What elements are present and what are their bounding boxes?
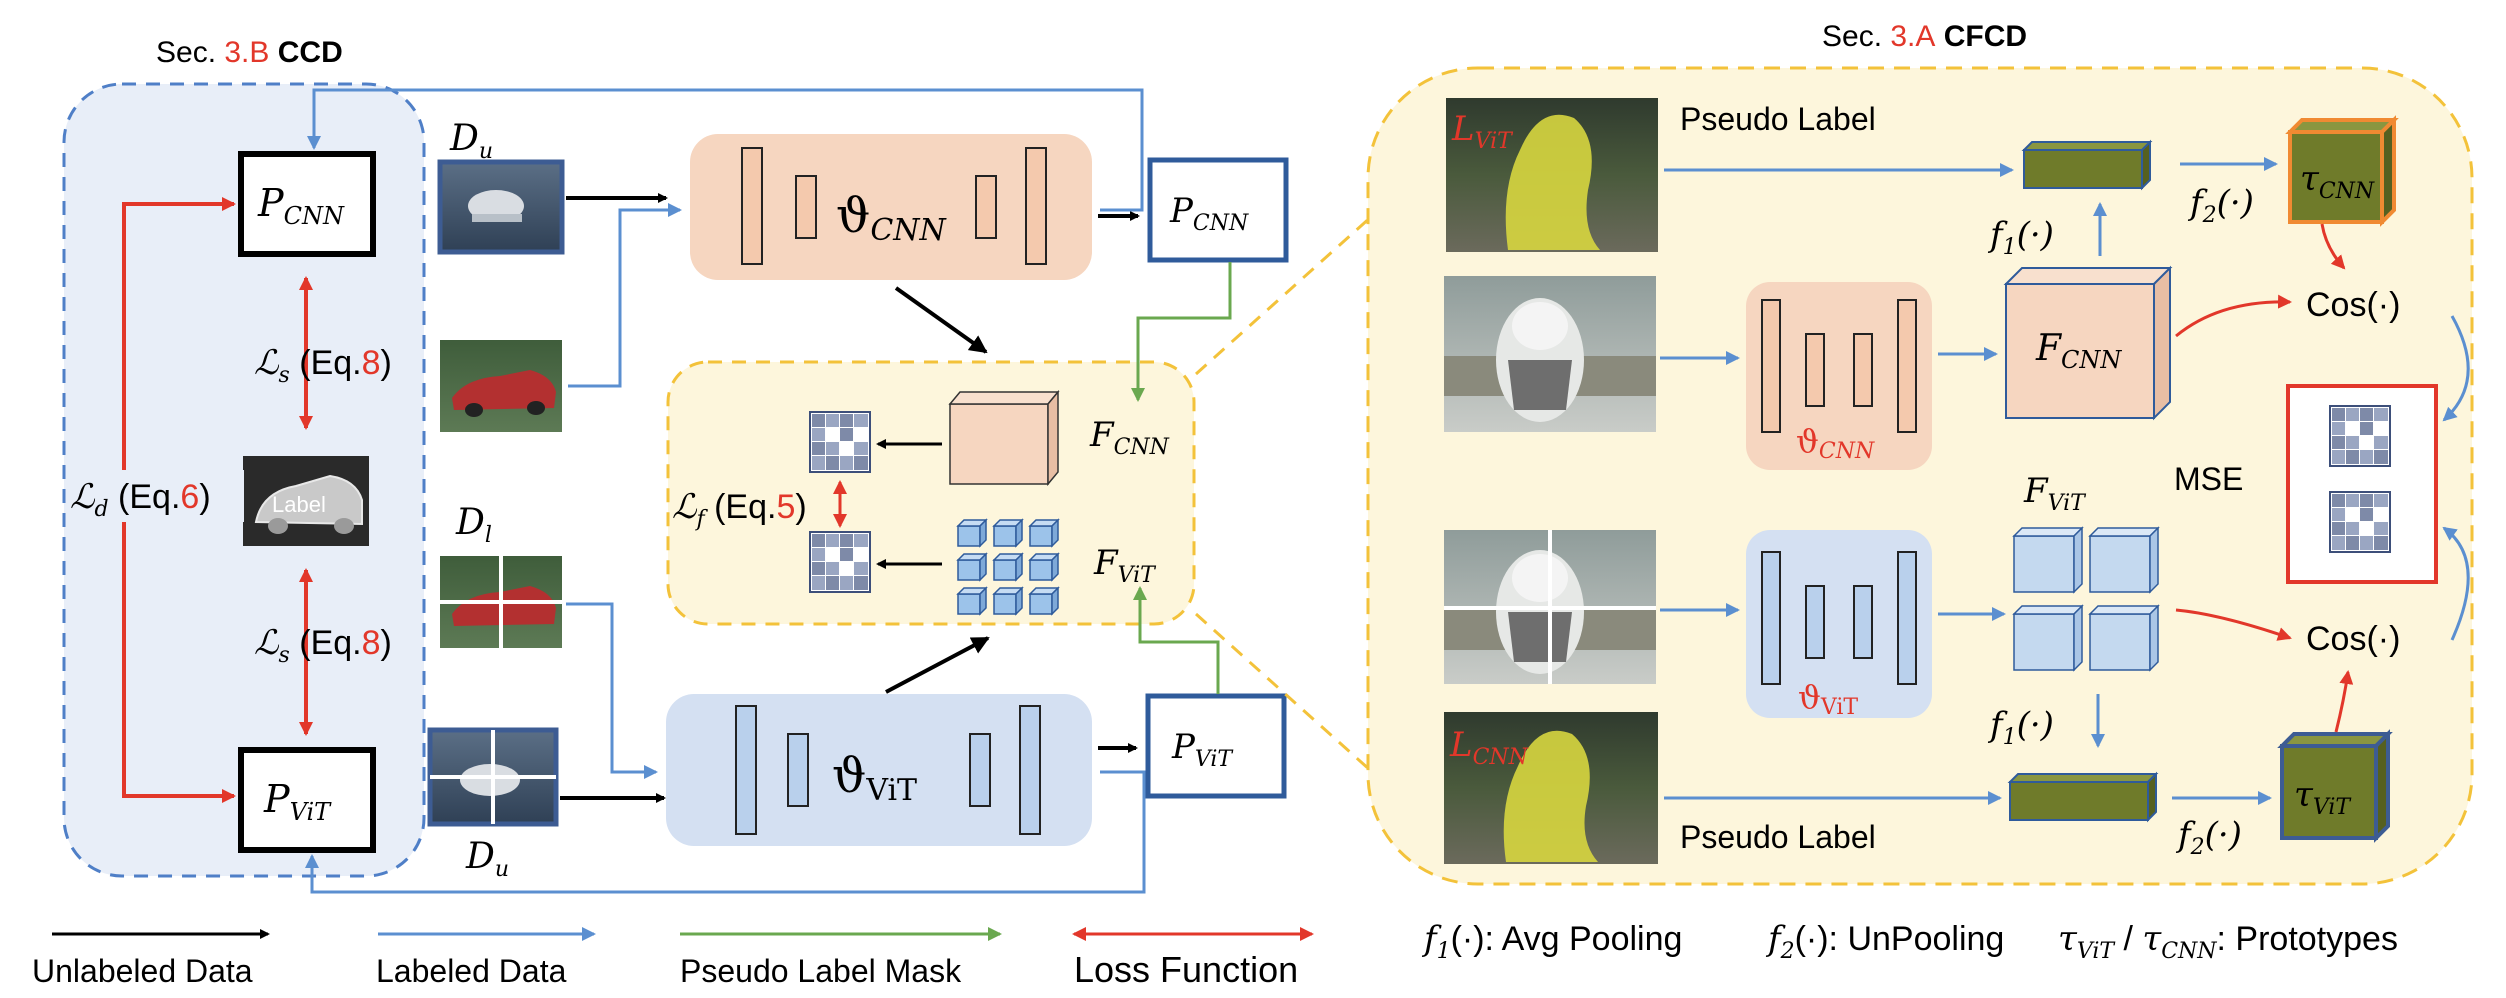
theta-cnn-label: ϑCNN: [836, 188, 948, 248]
theta-vit-label: ϑViT: [832, 748, 917, 808]
ccd-section-title: Sec. 3.B CCD: [156, 36, 343, 69]
legend-prototypes: τViT / τCNN: Prototypes: [2058, 919, 2398, 964]
f1-top-label: f1(·): [1987, 215, 2054, 260]
arrow-fvit-to-cos: [2175, 608, 2292, 641]
p-cnn-label: PCNN: [257, 181, 345, 230]
grid-matrix-icon-mse-bottom: [2329, 491, 2391, 553]
cfcd-theta-vit-block: [1746, 530, 1932, 718]
pooled-bar-bottom: [2007, 771, 2159, 823]
pooled-bar-top: [2021, 139, 2153, 191]
pseudo-mask-line-cnn: [1131, 262, 1232, 402]
cfcd-theta-cnn-block: [1746, 282, 1932, 470]
p-vit-output-label: PViT: [1171, 727, 1234, 772]
zoom-line-bottom: [1194, 612, 1372, 772]
f-cnn-label: FCNN: [1089, 415, 1170, 460]
ld-label: ℒd (Eq.6): [70, 477, 211, 522]
legend-loss-text: Loss Function: [1074, 949, 1298, 990]
zoom-line-top: [1194, 214, 1374, 376]
p-vit-box: [238, 747, 376, 853]
cfcd-panel: Sec. 3.A CFCD LViT Pseudo Label: [1366, 20, 2474, 886]
p-vit-output-box: [1145, 693, 1287, 799]
vit-feature-patches: [957, 519, 1059, 615]
legend-unlabeled-text: Unlabeled Data: [32, 953, 253, 989]
arrow-tau-vit-to-cos: [2334, 670, 2354, 733]
ccd-panel: Sec. 3.B CCD PCNN PViT Label ℒs (Eq.8) ℒ…: [62, 36, 426, 878]
cfcd-theta-cnn-label: ϑCNN: [1796, 422, 1875, 464]
arrow-cos-bottom-to-mse: [2442, 526, 2470, 641]
f2-top-label: f2(·): [2187, 183, 2254, 228]
cfcd-f-vit-label: FViT: [2023, 471, 2087, 516]
cnn-feature-cube: [948, 389, 1060, 487]
du-bottom-label: Du: [465, 836, 509, 882]
ls-bottom-label: ℒs (Eq.8): [254, 623, 392, 668]
p-cnn-output-box: [1147, 157, 1289, 263]
labeled-line-pvit-feedback: [305, 770, 1146, 894]
dl-label: Dl: [455, 502, 492, 548]
f2-bottom-label: f2(·): [2175, 815, 2242, 860]
legend: Unlabeled Data Labeled Data Pseudo Label…: [32, 919, 2398, 990]
feature-consistency-panel: [666, 360, 1196, 626]
l-vit-overlay: LViT: [1451, 109, 1514, 154]
f1-bottom-label: f1(·): [1987, 705, 2054, 750]
pseudo-label-top: Pseudo Label: [1680, 101, 1876, 137]
cfcd-theta-vit-label: ϑViT: [1798, 678, 1858, 720]
grid-matrix-icon-cnn: [809, 411, 871, 473]
grid-matrix-icon-vit: [809, 531, 871, 593]
labeled-line-dl-to-vit: [566, 602, 658, 779]
cos-top-label: Cos(·): [2306, 286, 2400, 324]
f-cnn-cube: FCNN: [2003, 265, 2173, 421]
cfcd-f-cnn-label: FCNN: [2035, 328, 2122, 374]
pseudo-label-bottom: Pseudo Label: [1680, 819, 1876, 855]
du-top-image: [437, 159, 565, 255]
owl-split-image: [1444, 530, 1656, 684]
du-bottom-image: [427, 727, 559, 827]
f-vit-label: FViT: [1093, 543, 1157, 588]
arrow-cnn-to-features: [894, 286, 988, 354]
labeled-line-pcnn-feedback: [307, 88, 1144, 212]
l-cnn-overlay: LCNN: [1449, 725, 1529, 770]
theta-vit-block: [666, 694, 1092, 846]
cfcd-section-title: Sec. 3.A CFCD: [1822, 20, 2027, 53]
tau-cnn-label: τCNN: [2300, 159, 2375, 204]
labeled-line-car-to-cnn: [568, 203, 682, 388]
theta-cnn-block: [690, 134, 1092, 280]
l-vit-image: LViT: [1446, 98, 1658, 252]
arrow-fcnn-to-cos: [2175, 294, 2292, 338]
p-vit-label: PViT: [263, 777, 332, 826]
ls-top-label: ℒs (Eq.8): [254, 343, 392, 388]
l-cnn-image: LCNN: [1444, 712, 1658, 864]
p-cnn-box: [238, 151, 376, 257]
legend-f1: f1(·): Avg Pooling: [1421, 919, 1682, 964]
tau-vit-cube: τViT: [2277, 729, 2393, 843]
pseudo-mask-line-vit: [1133, 586, 1220, 694]
legend-f2: f2(·): UnPooling: [1765, 919, 2004, 964]
tau-vit-label: τViT: [2294, 775, 2352, 820]
du-top-label: Du: [449, 118, 493, 164]
middle-section: Du Dl Du ϑCN: [305, 88, 1374, 894]
legend-pseudo-text: Pseudo Label Mask: [680, 953, 962, 989]
legend-labeled-text: Labeled Data: [376, 953, 567, 989]
grid-matrix-icon-mse-top: [2329, 405, 2391, 467]
p-cnn-output-label: PCNN: [1169, 191, 1249, 236]
owl-image: [1444, 276, 1656, 432]
car-image-top: [440, 340, 562, 432]
lf-label: ℒf (Eq.5): [672, 487, 807, 532]
cos-bottom-label: Cos(·): [2306, 620, 2400, 658]
arrow-vit-to-features: [885, 636, 990, 694]
label-image-text: Label: [272, 492, 326, 517]
dl-split-image: [440, 556, 562, 648]
arrow-tau-cnn-to-cos: [2320, 223, 2346, 270]
tau-cnn-cube: τCNN: [2285, 115, 2399, 227]
label-mask-image: Label: [243, 456, 369, 546]
mse-label: MSE: [2174, 461, 2243, 497]
arrow-cos-top-to-mse: [2442, 315, 2470, 422]
